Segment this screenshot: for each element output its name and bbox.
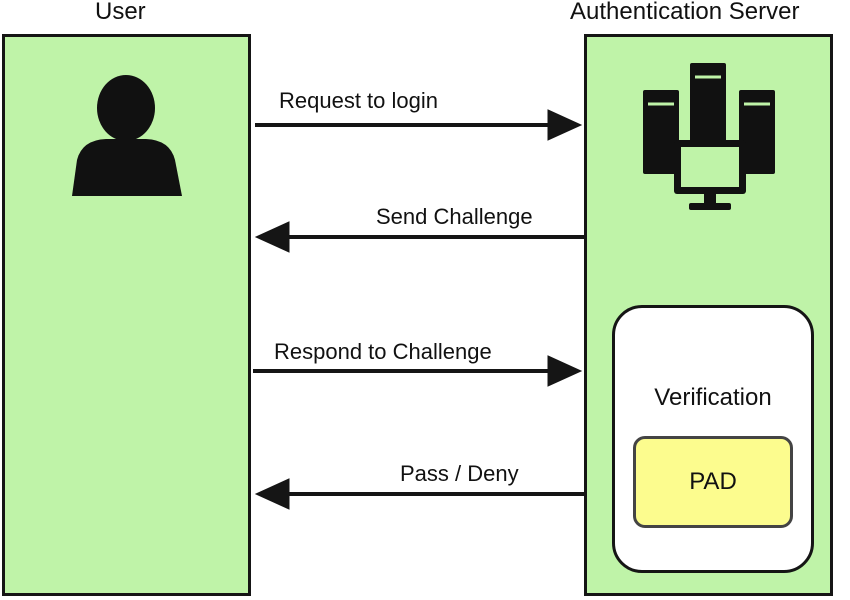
arrow-pass-deny xyxy=(254,478,584,510)
message-label-respond-to-challenge: Respond to Challenge xyxy=(274,339,492,364)
server-rack-icon xyxy=(643,63,775,210)
verification-box: Verification PAD xyxy=(612,305,814,573)
pad-box: PAD xyxy=(633,436,793,528)
arrow-request-to-login xyxy=(255,109,583,141)
user-lane-title: User xyxy=(95,0,146,25)
user-silhouette-icon xyxy=(72,75,182,196)
arrow-respond-to-challenge xyxy=(253,355,583,387)
pad-label: PAD xyxy=(689,468,737,495)
server-lane-title: Authentication Server xyxy=(570,0,800,25)
arrow-send-challenge xyxy=(254,221,584,253)
message-label-pass-deny: Pass / Deny xyxy=(400,461,519,486)
message-label-request-to-login: Request to login xyxy=(279,88,438,113)
message-label-send-challenge: Send Challenge xyxy=(376,204,533,229)
verification-label: Verification xyxy=(654,384,772,411)
